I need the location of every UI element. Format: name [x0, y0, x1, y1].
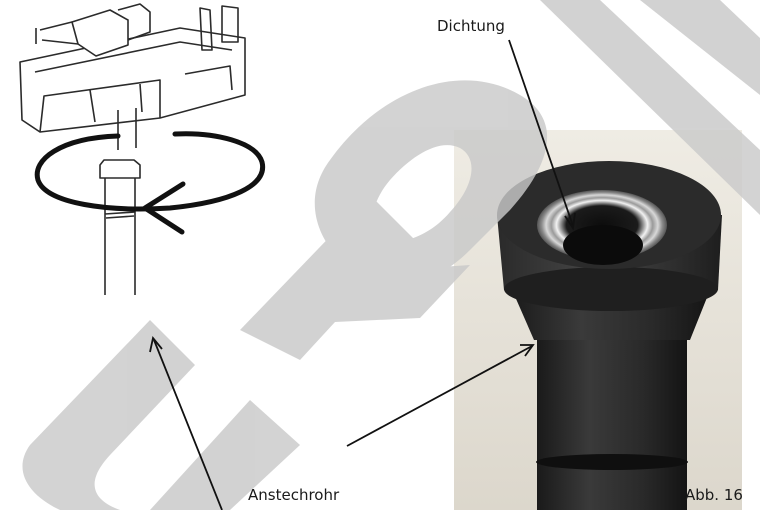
watermark-letter-l: [540, 0, 760, 215]
nut-bottom: [504, 267, 718, 311]
pipe-groove: [536, 454, 688, 470]
photo-panel: [454, 130, 742, 510]
rotation-arrow-icon: [34, 131, 266, 212]
leader-connector-pipe-head: [520, 344, 535, 357]
leader-seal-head: [564, 212, 576, 231]
watermark-letter-o: [314, 80, 548, 286]
leader-connector-pipe: [346, 345, 533, 447]
valve-stem: [35, 21, 79, 45]
leader-tube: [153, 339, 223, 510]
tube-nut: [99, 159, 141, 179]
tube: [104, 178, 136, 295]
connector-pipe-label: Anstechrohr: [248, 486, 340, 504]
pipe-body: [537, 330, 687, 510]
leader-lines: [149, 39, 576, 510]
watermark-stroke-top: [640, 0, 760, 95]
valve-hex: [117, 3, 151, 41]
watermark: [22, 0, 760, 510]
seal-label: Dichtung: [437, 17, 505, 35]
bracket: [19, 27, 246, 133]
watermark-letter-u-2: [150, 400, 300, 510]
leader-tube-head: [149, 335, 163, 353]
bracket-detail: [34, 41, 233, 133]
watermark-letter-n: [240, 195, 470, 360]
connector-rod: [117, 108, 137, 150]
line-drawing: [19, 3, 266, 295]
pipe-bore: [563, 225, 643, 265]
figure-number: Abb. 16: [685, 486, 743, 504]
watermark-letter-u: [22, 320, 195, 510]
valve-right: [199, 5, 239, 51]
rotation-arrow-head: [142, 181, 186, 235]
leader-seal: [508, 39, 574, 227]
